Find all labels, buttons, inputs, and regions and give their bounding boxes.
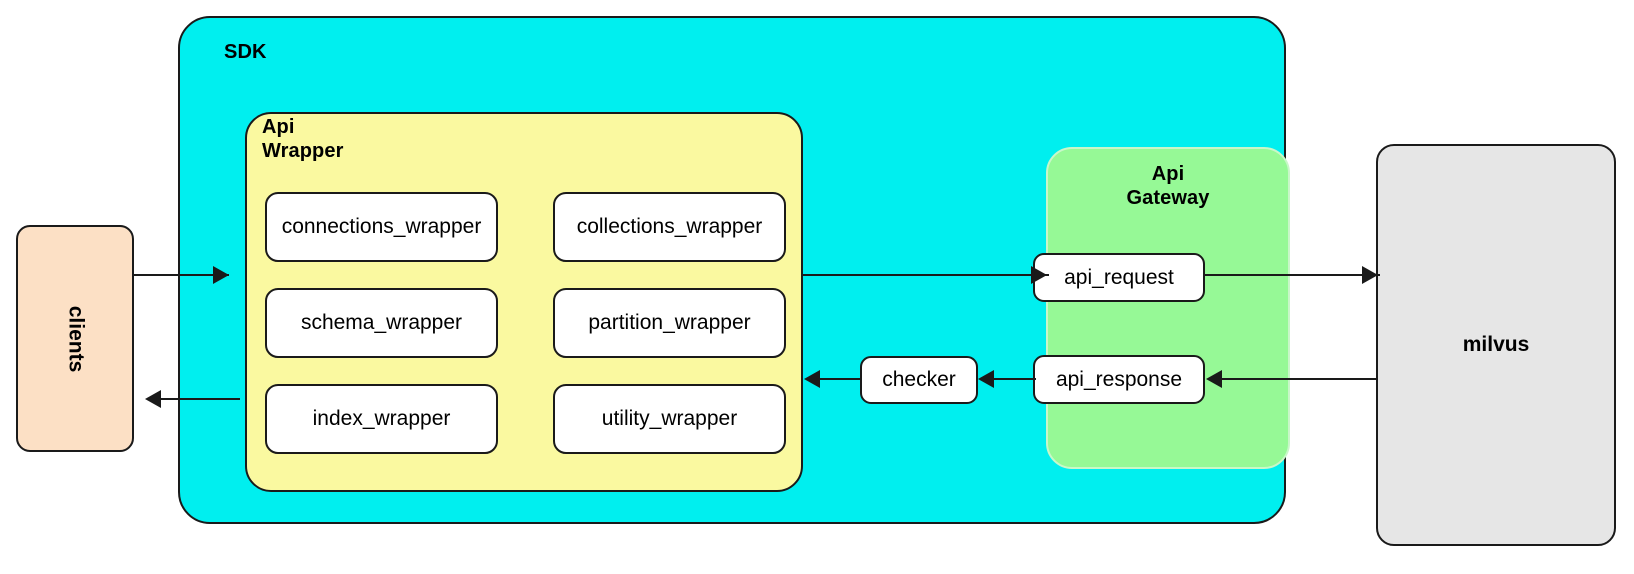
connector-milvus-to-api-response: [1222, 378, 1378, 380]
connector-checker-to-api-wrapper: [820, 378, 862, 380]
arrowhead-left-icon: [145, 390, 161, 408]
node-collections-wrapper[interactable]: collections_wrapper: [553, 192, 786, 262]
node-index-wrapper[interactable]: index_wrapper: [265, 384, 498, 454]
connector-api-wrapper-to-api-gateway: [802, 274, 1049, 276]
connector-api-request-to-milvus: [1205, 274, 1380, 276]
node-checker[interactable]: checker: [860, 356, 978, 404]
node-clients[interactable]: clients: [16, 225, 134, 452]
node-milvus-label: milvus: [1462, 333, 1530, 356]
arrowhead-left-icon: [804, 370, 820, 388]
arrowhead-right-icon: [1031, 266, 1047, 284]
container-api-gateway-label: Api Gateway: [1126, 163, 1210, 209]
node-utility-wrapper[interactable]: utility_wrapper: [553, 384, 786, 454]
node-api-response[interactable]: api_response: [1033, 355, 1205, 404]
arrowhead-left-icon: [978, 370, 994, 388]
arrowhead-right-icon: [213, 266, 229, 284]
arrowhead-right-icon: [1362, 266, 1378, 284]
connector-clients-to-api-wrapper: [134, 274, 229, 276]
connector-api-response-to-checker: [994, 378, 1036, 380]
node-connections-wrapper[interactable]: connections_wrapper: [265, 192, 498, 262]
container-sdk-label: SDK: [224, 41, 267, 63]
container-api-gateway[interactable]: [1046, 147, 1290, 469]
connector-api-wrapper-to-clients: [161, 398, 240, 400]
arrowhead-left-icon: [1206, 370, 1222, 388]
node-clients-label: clients: [64, 305, 87, 372]
node-milvus[interactable]: milvus: [1376, 144, 1616, 546]
container-api-wrapper-label: Api Wrapper: [262, 116, 344, 162]
node-api-request[interactable]: api_request: [1033, 253, 1205, 302]
node-partition-wrapper[interactable]: partition_wrapper: [553, 288, 786, 358]
node-schema-wrapper[interactable]: schema_wrapper: [265, 288, 498, 358]
